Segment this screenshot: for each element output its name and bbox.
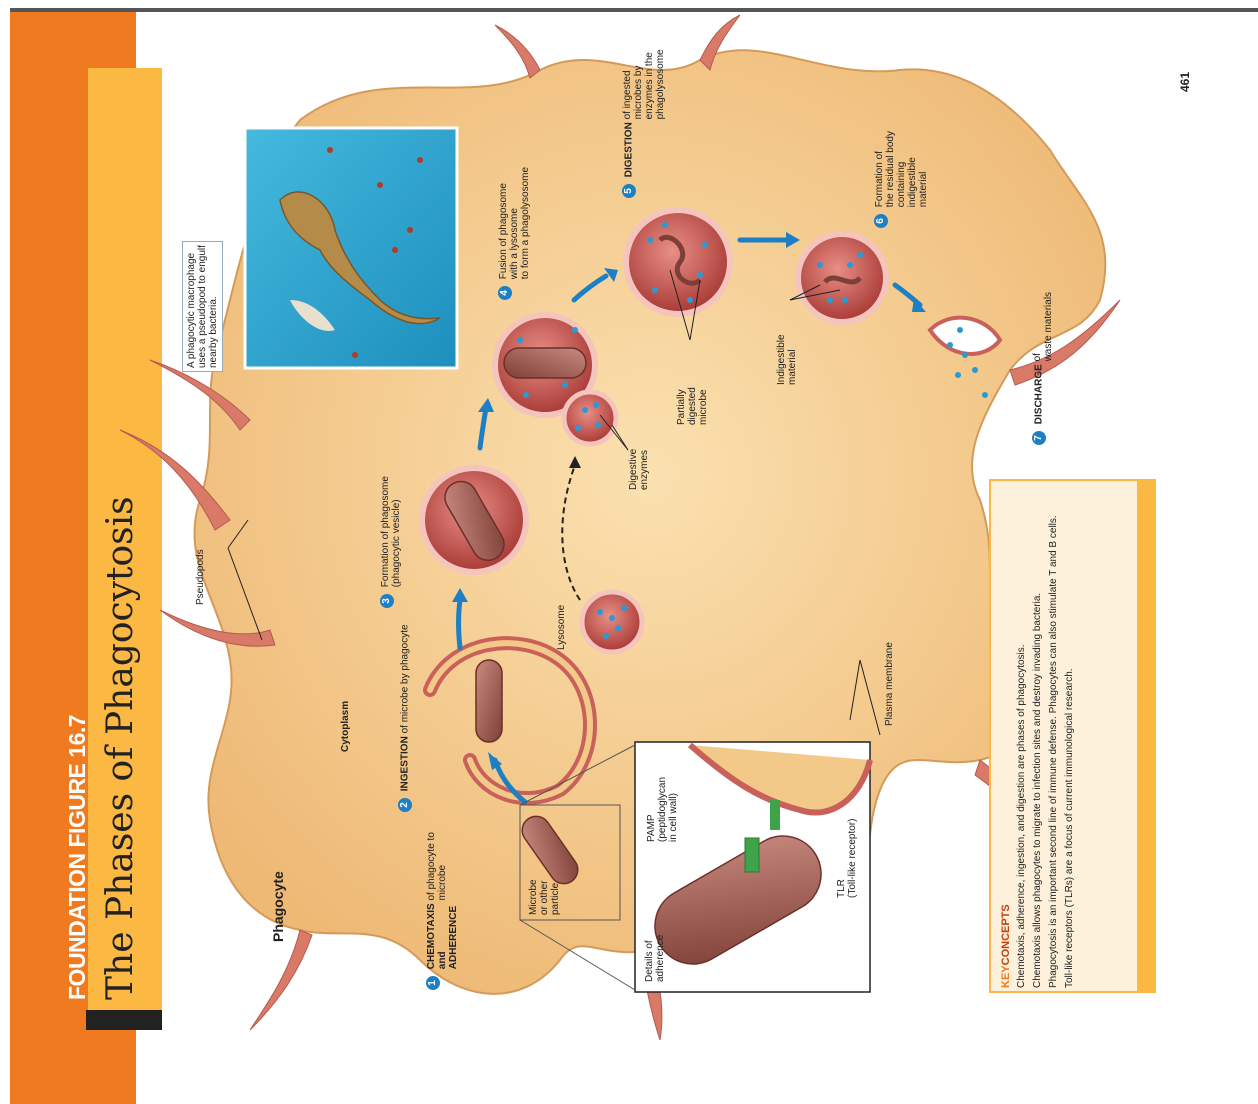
- pseudopods-label: Pseudopods: [195, 549, 206, 605]
- digestive-enzymes-label: Digestive enzymes: [628, 449, 650, 490]
- step-4-text: Fusion of phagosome with a lysosome to f…: [498, 167, 531, 279]
- step-1-number: 1: [426, 976, 440, 990]
- key-concepts-heading: KEYCONCEPTS: [1000, 483, 1012, 988]
- photo-caption: A phagocytic macrophage uses a pseudopod…: [182, 241, 223, 372]
- macrophage-photo: [245, 128, 457, 368]
- step-7-title: DISCHARGE: [1034, 364, 1045, 424]
- tlr-label: TLR (Toll-like receptor): [836, 819, 858, 898]
- step-7-text: of waste materials: [1032, 292, 1054, 361]
- step-7-number: 7: [1032, 431, 1046, 445]
- key-concept-4: Toll-like receptors (TLRs) are a focus o…: [1064, 488, 1076, 988]
- key-concepts-heading-suffix: CONCEPTS: [1000, 904, 1012, 965]
- step-2-title: INGESTION: [400, 736, 411, 791]
- key-concepts: KEYCONCEPTS Chemotaxis, adherence, inges…: [1000, 483, 1076, 988]
- plasma-membrane-label: Plasma membrane: [884, 642, 895, 726]
- key-concept-2: Chemotaxis allows phagocytes to migrate …: [1032, 488, 1044, 988]
- lysosome-label: Lysosome: [556, 605, 567, 650]
- pamp-label: PAMP (peptidoglycan in cell wall): [646, 777, 679, 842]
- partially-digested-label: Partially digested microbe: [676, 387, 709, 425]
- key-concepts-heading-prefix: KEY: [1000, 965, 1012, 988]
- lysosome: [582, 592, 642, 652]
- indigestible-label: Indigestible material: [776, 334, 798, 385]
- step-1-text: of phagocyte to microbe: [426, 832, 448, 900]
- step-3-text: Formation of phagosome (phagocytic vesic…: [380, 476, 402, 587]
- step-2: 2 INGESTION of microbe by phagocyte: [398, 624, 412, 812]
- step-6-text: Formation of the residual body containin…: [874, 131, 929, 207]
- step-7: 7 DISCHARGE of waste materials: [1032, 292, 1054, 445]
- step-2-text: of microbe by phagocyte: [400, 624, 411, 733]
- step-5-title: DIGESTION: [624, 122, 635, 177]
- step-4: 4 Fusion of phagosome with a lysosome to…: [498, 167, 531, 300]
- cytoplasm-label: Cytoplasm: [340, 701, 351, 752]
- step-6: 6 Formation of the residual body contain…: [874, 131, 929, 228]
- step-6-number: 6: [874, 214, 888, 228]
- step-5: 5 DIGESTION of ingested microbes by enzy…: [622, 49, 666, 198]
- details-label: Details of adherence: [644, 935, 666, 982]
- step-2-number: 2: [398, 798, 412, 812]
- key-concept-1: Chemotaxis, adherence, ingestion, and di…: [1016, 488, 1028, 988]
- microbe-rod-ingestion: [476, 660, 502, 742]
- key-concept-3: Phagocytosis is an important second line…: [1048, 488, 1060, 988]
- step-5-number: 5: [622, 184, 636, 198]
- step-1-title: CHEMOTAXIS and ADHERENCE: [426, 903, 459, 969]
- step-1: 1 CHEMOTAXIS and ADHERENCE of phagocyte …: [426, 832, 459, 990]
- step-3: 3 Formation of phagosome (phagocytic ves…: [380, 476, 402, 608]
- page-number: 461: [1178, 72, 1192, 92]
- step-3-number: 3: [380, 594, 394, 608]
- step-5-text: of ingested microbes by enzymes in the p…: [622, 49, 666, 119]
- step-4-number: 4: [498, 286, 512, 300]
- phagocyte-label: Phagocyte: [270, 871, 286, 942]
- microbe-label: Microbe or other particle: [528, 879, 561, 915]
